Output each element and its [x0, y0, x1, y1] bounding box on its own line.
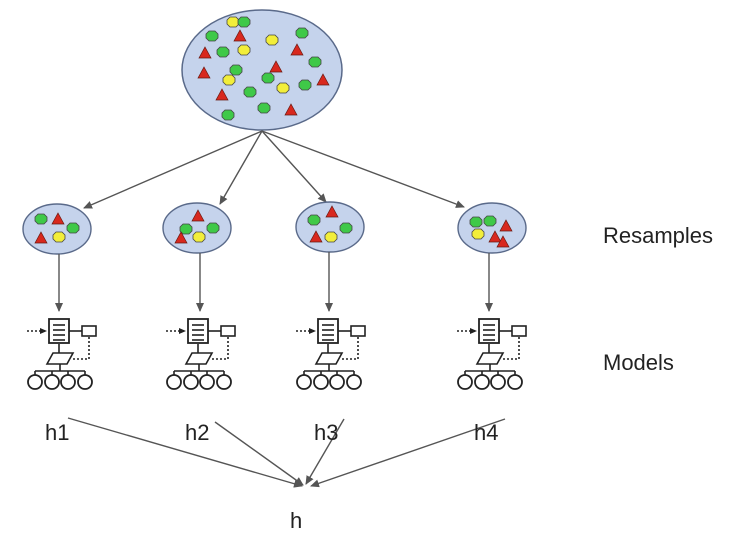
model-label-h2: h2 — [185, 420, 210, 445]
model-tree-icon — [166, 319, 235, 389]
resample-ellipse-icon — [162, 202, 232, 254]
model-label-h4: h4 — [474, 420, 499, 445]
model-label-h1: h1 — [45, 420, 70, 445]
model-tree-icon — [27, 319, 96, 389]
model-label-h3: h3 — [314, 420, 339, 445]
resamples-group — [22, 201, 527, 255]
model-tree-icon — [457, 319, 526, 389]
split-arrows — [83, 130, 465, 209]
combine-arrows — [67, 417, 506, 488]
resample-ellipse-icon — [457, 202, 527, 254]
models-label: Models — [603, 350, 674, 375]
resamples-label: Resamples — [603, 223, 714, 248]
dataset-ellipse-icon — [181, 9, 343, 131]
final-model-label: h — [290, 508, 303, 533]
resample-to-model-arrows — [55, 252, 493, 312]
resample-ellipse-icon — [22, 203, 92, 255]
model-tree-icon — [296, 319, 365, 389]
